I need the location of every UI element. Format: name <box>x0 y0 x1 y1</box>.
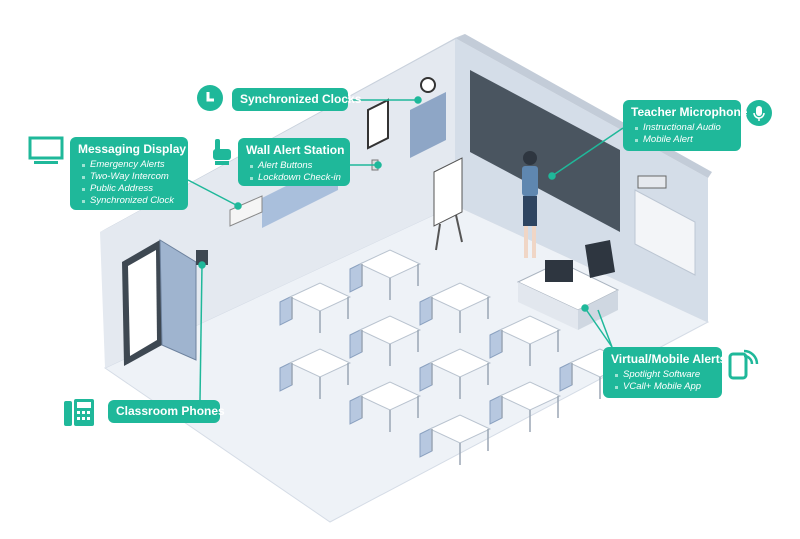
picture-frame <box>367 98 389 150</box>
callout-item: Two-Way Intercom <box>82 171 180 183</box>
student-desk <box>419 282 492 333</box>
callout-title: Virtual/Mobile Alerts <box>611 352 727 366</box>
messaging-display-device <box>229 195 263 227</box>
chalkboard <box>470 70 620 232</box>
callout-item: Public Address <box>82 183 180 195</box>
clock-icon <box>197 85 223 116</box>
student-desk <box>349 381 422 432</box>
callout-messaging-display: Messaging Display Emergency Alerts Two-W… <box>70 137 188 210</box>
student-desk <box>279 282 352 333</box>
door <box>159 239 197 361</box>
connector-lines <box>187 96 624 401</box>
easel <box>433 157 463 227</box>
callout-item: VCall+ Mobile App <box>615 381 714 393</box>
student-desk <box>419 414 492 465</box>
projector <box>637 175 667 189</box>
computer-monitor <box>545 260 573 282</box>
callout-classroom-phones: Classroom Phones <box>108 400 225 423</box>
callout-item: Mobile Alert <box>635 134 733 146</box>
callout-synchronized-clocks: Synchronized Clocks <box>232 88 362 111</box>
student-desk <box>279 348 352 399</box>
teacher <box>522 151 538 258</box>
hand-pointer-icon <box>210 138 234 171</box>
callout-virtual-mobile-alerts: Virtual/Mobile Alerts Spotlight Software… <box>603 347 727 398</box>
callout-title: Classroom Phones <box>116 404 225 418</box>
student-desk <box>489 381 562 432</box>
student-desk <box>489 315 562 366</box>
wall-clock <box>420 77 436 93</box>
classroom-phone-device <box>196 250 208 265</box>
desk-phone-icon <box>63 398 95 433</box>
monitor-icon <box>28 136 64 171</box>
microphone-icon <box>746 100 772 131</box>
callout-title: Teacher Microphone <box>631 105 748 119</box>
callout-item: Spotlight Software <box>615 369 714 381</box>
mobile-wifi-icon <box>728 348 760 385</box>
bulletin-board <box>410 92 446 158</box>
callout-title: Synchronized Clocks <box>240 92 362 106</box>
callout-item: Lockdown Check-in <box>250 172 341 183</box>
callout-title: Wall Alert Station <box>246 143 345 157</box>
teacher-chair <box>585 240 615 278</box>
callout-title: Messaging Display <box>78 142 187 156</box>
callout-item: Instructional Audio <box>635 122 733 134</box>
student-desk <box>419 348 492 399</box>
student-desk <box>349 315 422 366</box>
projector-screen <box>634 189 696 276</box>
door-opening <box>128 250 157 356</box>
callout-item: Synchronized Clock <box>82 195 180 207</box>
callout-wall-alert-station: Wall Alert Station Alert Buttons Lockdow… <box>238 138 350 186</box>
callout-item: Alert Buttons <box>250 160 342 172</box>
student-desk <box>349 249 422 300</box>
callout-teacher-microphone: Teacher Microphone Instructional Audio M… <box>623 100 748 151</box>
callout-item: Emergency Alerts <box>82 159 180 171</box>
